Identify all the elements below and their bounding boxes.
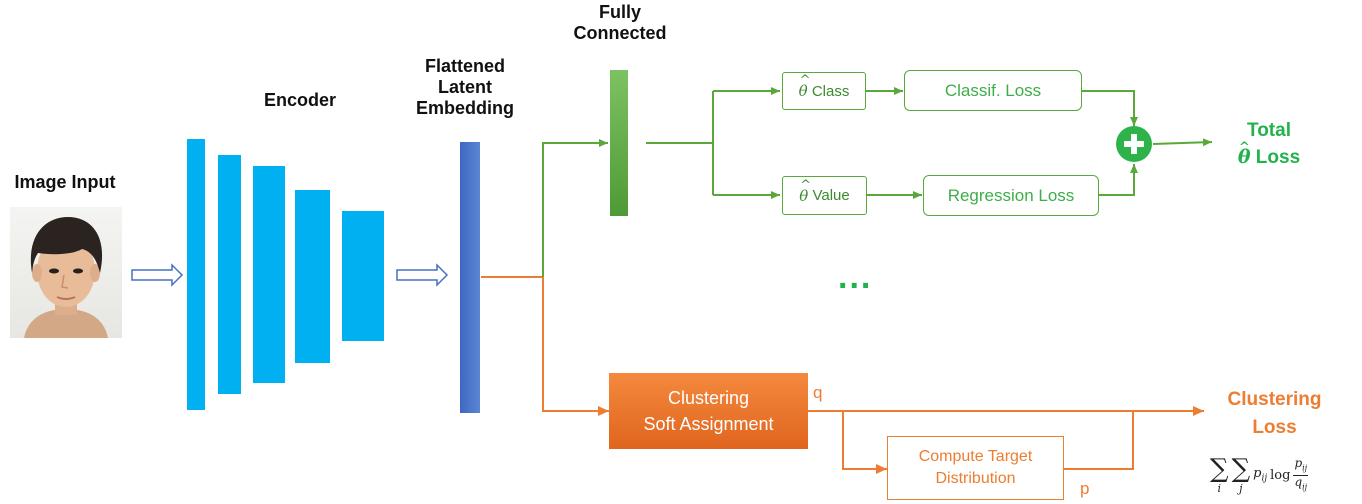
theta-value-box: θ Value	[782, 176, 867, 215]
encoder-layer-4	[295, 190, 330, 363]
encoder-layer-3	[253, 166, 285, 383]
clustering-loss-label: Clustering Loss	[1227, 389, 1322, 438]
p-return-line	[1064, 411, 1134, 470]
q-to-target-arrow	[842, 411, 887, 474]
p-label: p	[1080, 479, 1090, 498]
theta-class-box: θ Class	[782, 72, 866, 110]
encoder-layer-2	[218, 155, 241, 394]
branch-to-clustering-arrow	[542, 277, 609, 416]
total-theta-loss-label: Total θ Loss	[1214, 118, 1324, 171]
encoder-layer-5	[342, 211, 384, 341]
q-label: q	[813, 383, 823, 402]
theta-hat-symbol: θ	[799, 73, 811, 100]
theta-hat-symbol: θ	[799, 178, 811, 205]
compute-target-distribution-box: Compute Target Distribution	[887, 436, 1064, 500]
face-photo	[10, 207, 122, 338]
clustering-soft-assignment-box: Clustering Soft Assignment	[609, 373, 808, 449]
plus-to-total-arrow	[1152, 138, 1213, 147]
image-input-label: Image Input	[14, 172, 116, 192]
plus-circle-icon	[1116, 126, 1152, 162]
encoder-layer-1	[187, 139, 205, 410]
hollow-right-arrow-icon	[131, 263, 184, 287]
encoder-label: Encoder	[263, 90, 337, 110]
regression-to-plus-arrow	[1099, 164, 1138, 196]
kl-divergence-formula: ∑i ∑j pij log pij qij	[1210, 454, 1309, 495]
branch-to-fc-arrow	[542, 139, 608, 277]
hollow-right-arrow-icon	[396, 263, 449, 287]
regression-loss-box: Regression Loss	[923, 175, 1099, 216]
fully-connected-label: Fully Connected	[573, 2, 667, 43]
classif-loss-box: Classif. Loss	[904, 70, 1082, 111]
fully-connected-bar	[610, 70, 628, 216]
flattened-latent-embedding-label: Flattened Latent Embedding	[416, 56, 514, 118]
ellipsis: ...	[838, 258, 873, 296]
classif-to-plus-arrow	[1082, 90, 1138, 126]
latent-embedding-bar	[460, 142, 480, 413]
